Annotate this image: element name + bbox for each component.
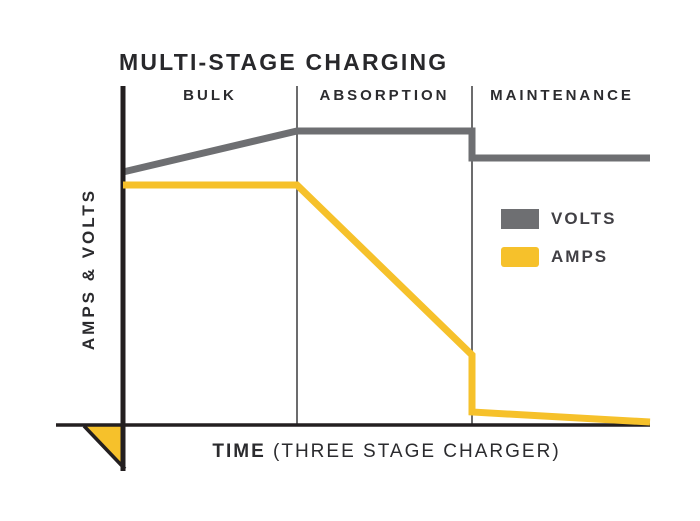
legend: VOLTS AMPS [501,208,616,284]
legend-label-amps: AMPS [551,246,609,266]
volts-line [122,127,650,176]
amps-swatch-icon [501,246,539,267]
x-axis-label: TIME (THREE STAGE CHARGER) [123,441,650,463]
chart-title: MULTI-STAGE CHARGING [119,49,449,75]
legend-row-volts: VOLTS [501,208,616,229]
legend-row-amps: AMPS [501,246,616,267]
x-axis-label-detail: (THREE STAGE CHARGER) [273,441,561,462]
legend-label-volts: VOLTS [551,208,617,228]
y-axis-label: AMPS & VOLTS [79,187,98,351]
amps-line [123,181,651,426]
x-axis-label-main: TIME [212,441,266,462]
stage-label-maintenance: MAINTENANCE [490,87,634,104]
origin-triangle-hypotenuse [82,424,127,471]
stage-label-absorption: ABSORPTION [319,87,450,104]
stage-label-bulk: BULK [183,87,237,104]
volts-swatch-icon [501,208,539,229]
